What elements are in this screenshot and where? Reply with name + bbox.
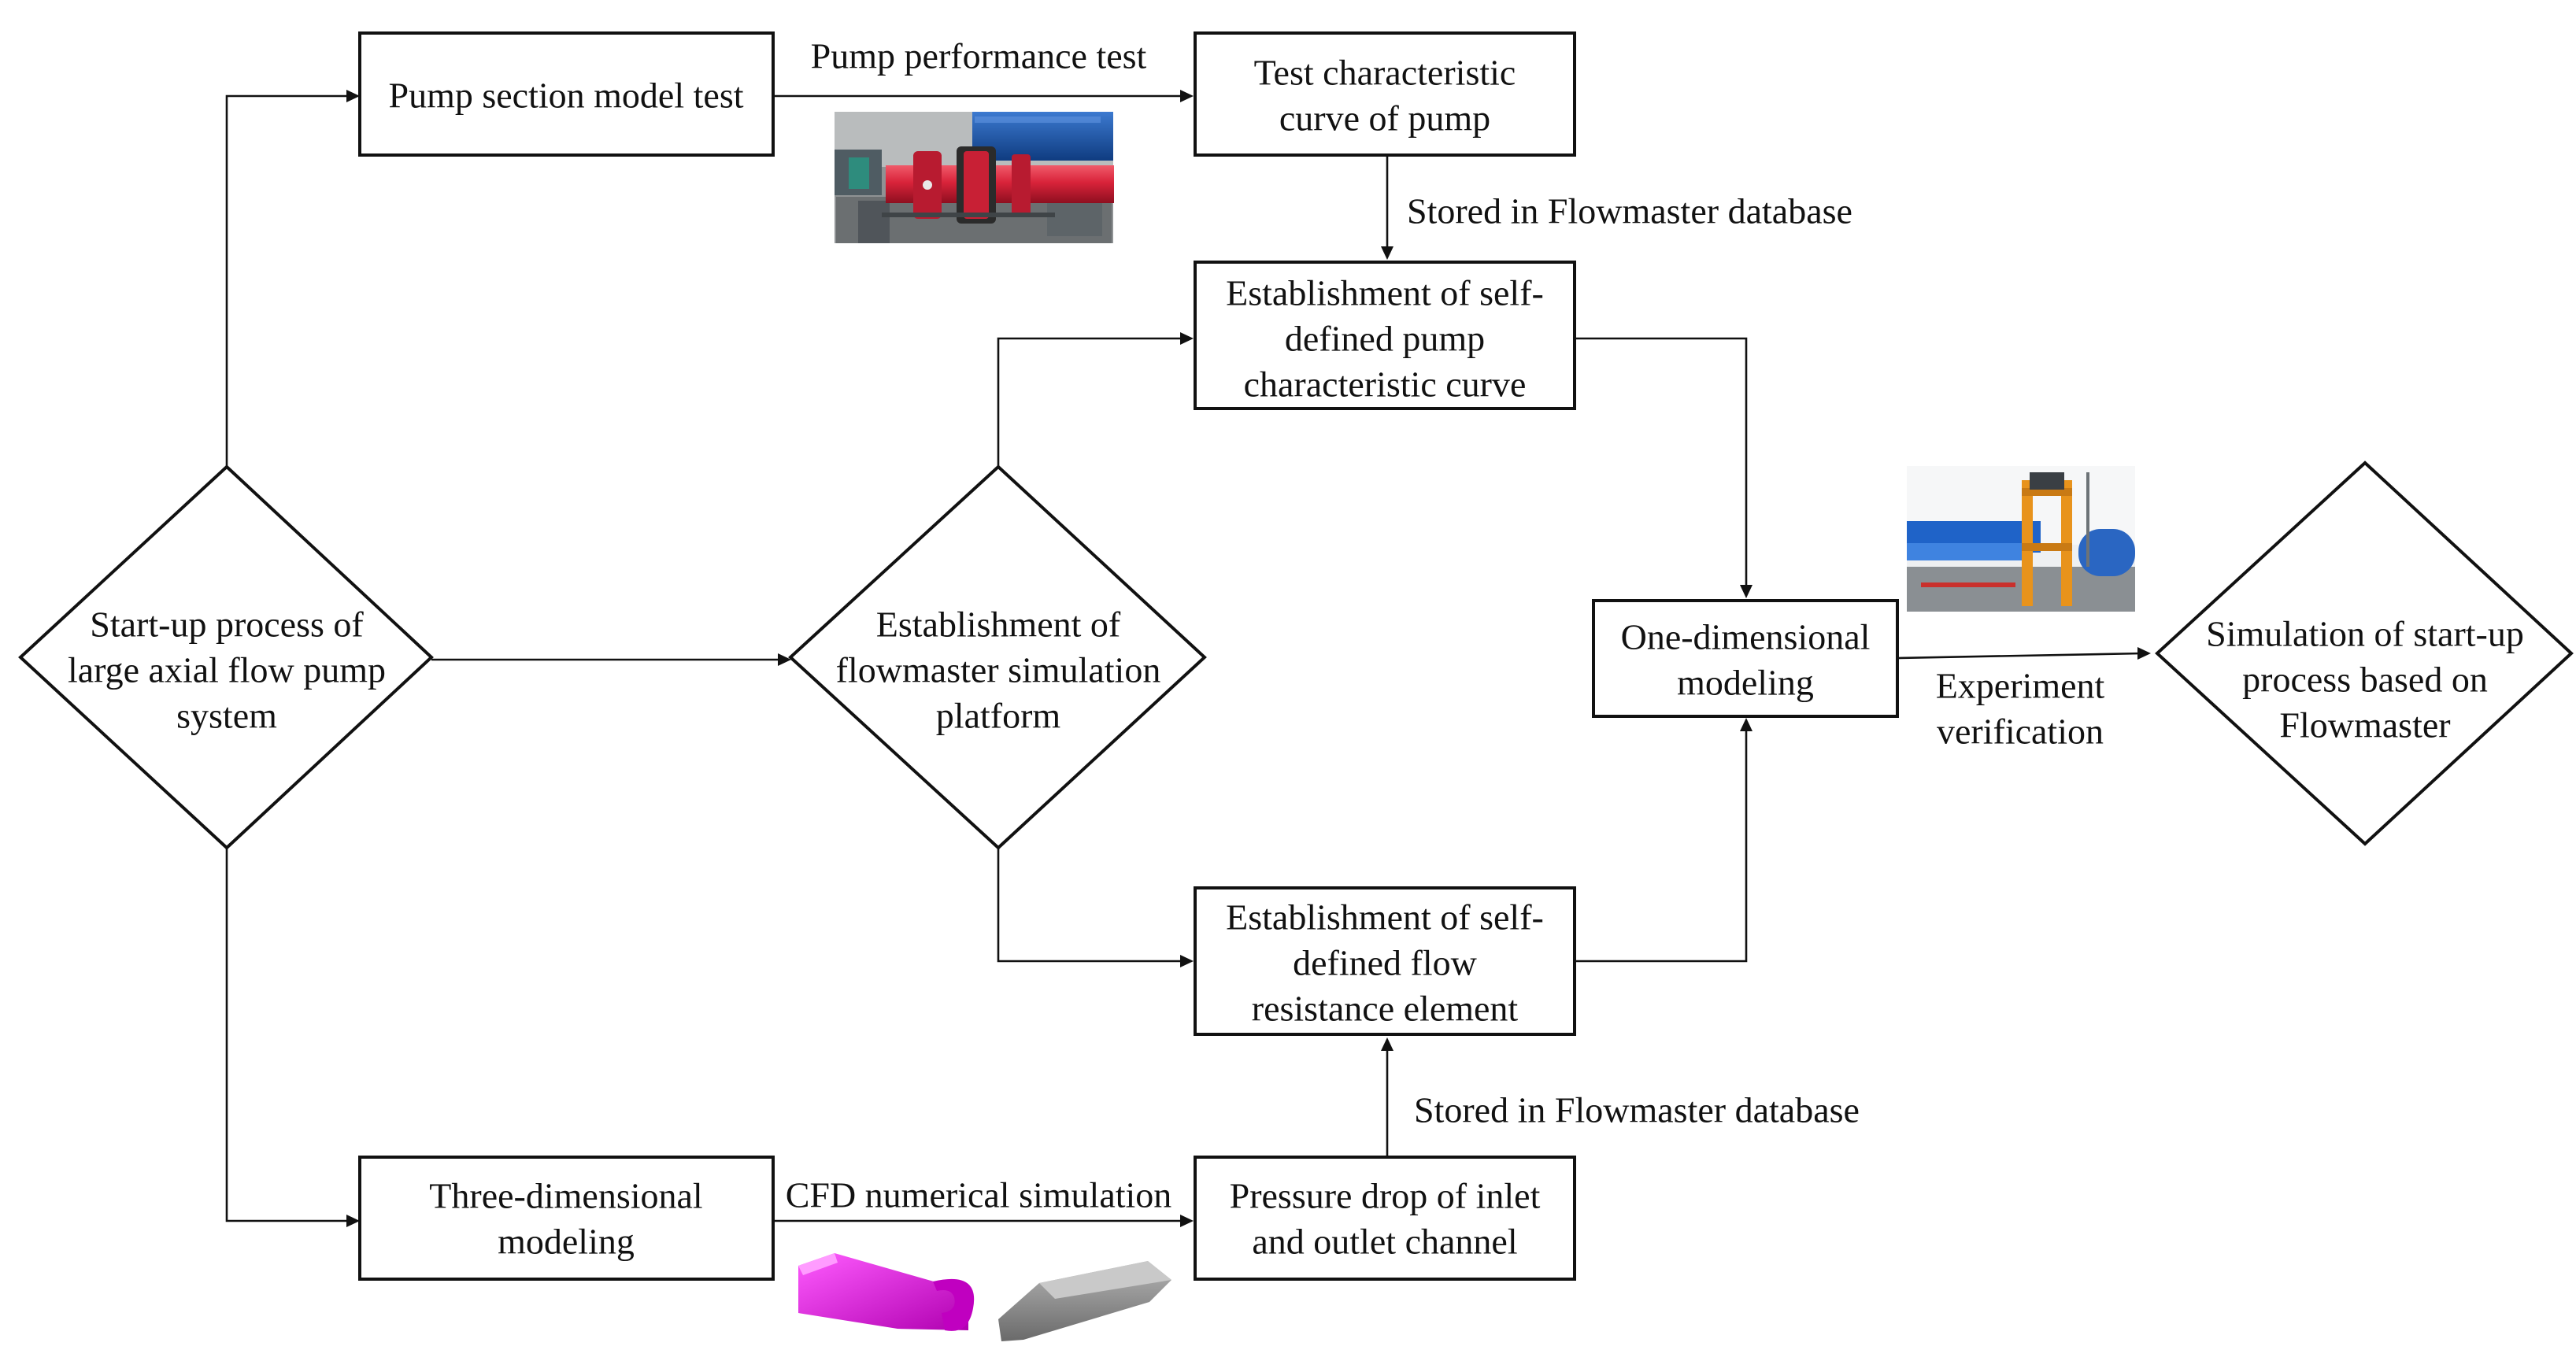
startup-label: Start-up process of large axial flow pump… [68, 605, 386, 736]
arrowhead [1180, 90, 1194, 102]
label-line: Establishment of self- [1226, 273, 1544, 313]
label-line: verification [1937, 712, 2104, 752]
outlet-channel-3d-model-icon [998, 1261, 1171, 1341]
arrowhead [778, 653, 791, 666]
label-line: One-dimensional [1621, 617, 1871, 657]
edge-self-defined-resistance-to-one-dimensional [1575, 726, 1748, 963]
experiment-rig-photo-icon [1907, 466, 2135, 612]
simulation-diamond [2155, 460, 2574, 846]
arrowhead [1740, 718, 1752, 731]
cfd-simulation-label: CFD numerical simulation [786, 1175, 1172, 1215]
label-line: characteristic curve [1244, 364, 1527, 405]
arrowhead [1381, 1037, 1393, 1051]
edge-platform-to-self-defined-resistance [997, 848, 1187, 963]
arrowhead [2137, 647, 2151, 660]
label-line: Start-up process of [90, 605, 364, 645]
experiment-verification-label: Experiment verification [1936, 666, 2105, 752]
label-line: and outlet channel [1252, 1222, 1517, 1262]
label-line: Pump section model test [388, 76, 743, 116]
edge-self-defined-pump-to-one-dimensional [1575, 337, 1748, 590]
label-line: Experiment [1936, 666, 2105, 706]
label-line: Test characteristic [1254, 53, 1516, 93]
arrowhead [1180, 332, 1194, 345]
arrowhead [346, 1215, 360, 1227]
arrowheads [346, 90, 2151, 1227]
stored-bottom-label: Stored in Flowmaster database [1414, 1090, 1860, 1130]
label-line: modeling [498, 1222, 635, 1262]
arrowhead [1180, 1215, 1194, 1227]
node-labels: Start-up process of large axial flow pump… [68, 53, 2524, 1262]
pump-section-test-label: Pump section model test [388, 76, 743, 116]
startup-diamond [18, 464, 434, 850]
self-defined-resistance-label: Establishment of self-defined flow resist… [1226, 897, 1544, 1029]
one-dimensional-box [1592, 599, 1899, 718]
inlet-channel-3d-model-icon [798, 1253, 975, 1331]
one-dimensional-label: One-dimensional modeling [1621, 617, 1871, 703]
label-line: CFD numerical simulation [786, 1175, 1172, 1215]
arrowhead [346, 90, 360, 102]
platform-diamond [788, 464, 1207, 850]
pump-section-test-box [358, 31, 775, 157]
label-line: defined pump [1285, 319, 1485, 359]
label-line: large axial flow pump [68, 650, 386, 690]
pressure-drop-label: Pressure drop of inlet and outlet channel [1230, 1176, 1541, 1262]
label-line: Stored in Flowmaster database [1414, 1090, 1860, 1130]
label-line: system [176, 696, 277, 736]
edge-labels: Pump performance test Stored in Flowmast… [786, 36, 2105, 1215]
pump-performance-test-label: Pump performance test [811, 36, 1147, 76]
connectors [225, 94, 2144, 1222]
three-dimensional-label: Three-dimensional modeling [429, 1176, 702, 1262]
arrowhead [1740, 585, 1752, 598]
self-defined-pump-label: Establishment of self-defined pump charac… [1226, 273, 1544, 405]
edge-platform-to-self-defined-pump [997, 337, 1187, 467]
shapes [18, 31, 2574, 1281]
label-line: Simulation of start-up [2206, 614, 2524, 654]
label-line: Three-dimensional [429, 1176, 702, 1216]
label-line: Establishment of [876, 605, 1121, 645]
pump-test-rig-photo-icon [835, 112, 1114, 243]
label-line: process based on [2242, 660, 2488, 700]
pressure-drop-box [1194, 1156, 1576, 1281]
label-line: platform [936, 696, 1061, 736]
edge-startup-to-pump-section-test [225, 94, 354, 467]
self-defined-resistance-box [1194, 886, 1576, 1036]
arrowhead [1381, 246, 1393, 260]
label-line: defined flow [1293, 943, 1478, 983]
label-line: curve of pump [1279, 98, 1490, 139]
platform-label: Establishment of flowmaster simulation pla… [836, 605, 1161, 736]
label-line: Pump performance test [811, 36, 1147, 76]
edge-startup-to-three-dimensional [225, 848, 354, 1222]
label-line: Establishment of self- [1226, 897, 1544, 938]
label-line: flowmaster simulation [836, 650, 1161, 690]
arrowhead [1180, 955, 1194, 967]
test-curve-label: Test characteristic curve of pump [1254, 53, 1516, 139]
edge-one-dimensional-to-simulation [1897, 652, 2144, 660]
label-line: Stored in Flowmaster database [1407, 191, 1852, 231]
test-curve-box [1194, 31, 1576, 157]
label-line: modeling [1677, 663, 1814, 703]
three-dimensional-box [358, 1156, 775, 1281]
self-defined-pump-box [1194, 261, 1576, 410]
label-line: Pressure drop of inlet [1230, 1176, 1541, 1216]
simulation-label: Simulation of start-up process based on Fl… [2206, 614, 2524, 745]
label-line: resistance element [1252, 989, 1519, 1029]
label-line: Flowmaster [2279, 705, 2450, 745]
stored-top-label: Stored in Flowmaster database [1407, 191, 1852, 231]
